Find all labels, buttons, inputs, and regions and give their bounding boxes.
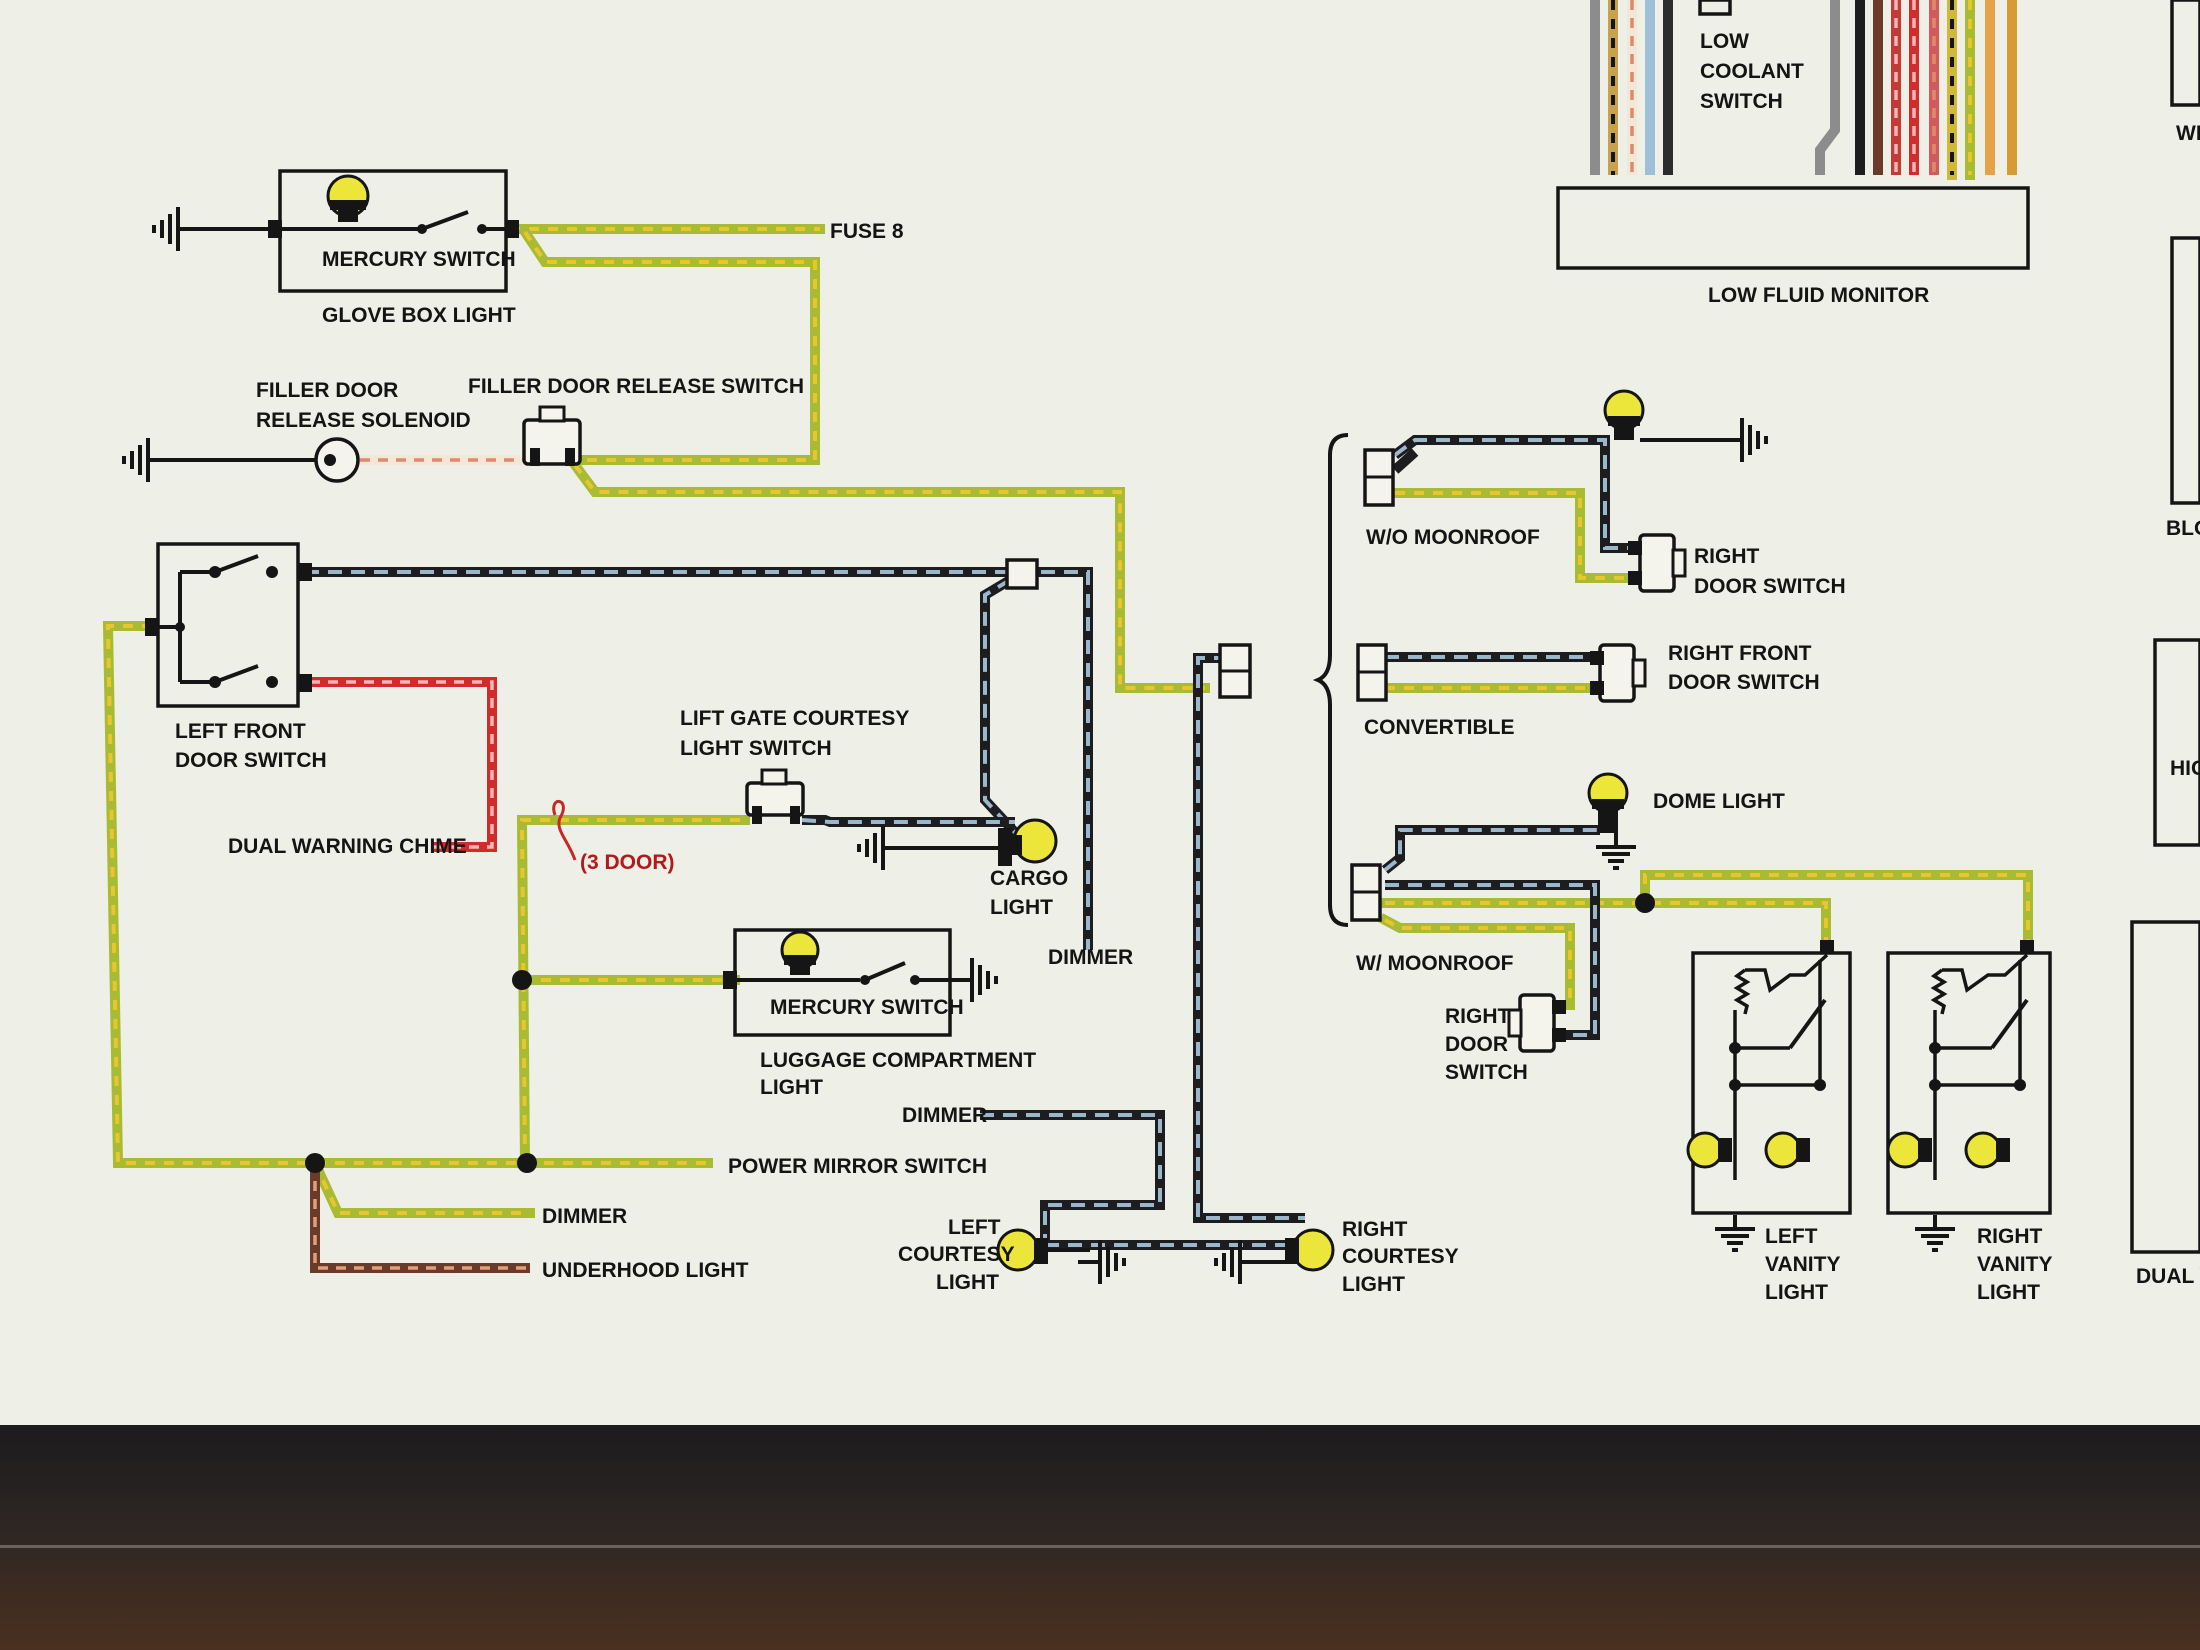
edge-label-4: DUAL WA: [2136, 1265, 2200, 1288]
fuse-8-label: FUSE 8: [830, 220, 904, 243]
three-door-label: (3 DOOR): [580, 851, 675, 874]
rds-label-2: DOOR: [1445, 1033, 1508, 1056]
luggage-title-1: LUGGAGE COMPARTMENT: [760, 1049, 1036, 1072]
cargo-label-2: LIGHT: [990, 896, 1053, 919]
cargo-label-1: CARGO: [990, 867, 1068, 890]
lift-gate-label-1: LIFT GATE COURTESY: [680, 707, 909, 730]
wo-moonroof-light: [1603, 389, 1768, 464]
right-door-label-2: DOOR SWITCH: [1694, 575, 1846, 598]
glove-box-light-module: [152, 169, 519, 293]
left-courtesy-2: COURTESY: [898, 1243, 1015, 1266]
luggage-switch-label: MERCURY SWITCH: [770, 996, 964, 1019]
table-surface: [0, 1425, 2200, 1650]
luggage-title-2: LIGHT: [760, 1076, 823, 1099]
cargo-light: [857, 818, 1058, 872]
filler-switch-label: FILLER DOOR RELEASE SWITCH: [468, 375, 804, 398]
coolant-label-1: LOW: [1700, 30, 1749, 53]
rds-label-3: SWITCH: [1445, 1061, 1528, 1084]
top-right-harness: [1556, 0, 2200, 1254]
labels: MERCURY SWITCH GLOVE BOX LIGHT FUSE 8 FI…: [175, 30, 2200, 1304]
left-courtesy-1: LEFT: [948, 1216, 1001, 1239]
rds-label-1: RIGHT: [1445, 1005, 1511, 1028]
solenoid-label-1: FILLER DOOR: [256, 379, 398, 402]
luggage-compartment-module: [723, 928, 998, 1037]
left-vanity-2: VANITY: [1765, 1253, 1840, 1276]
power-mirror-label: POWER MIRROR SWITCH: [728, 1155, 987, 1178]
right-door-label-1: RIGHT: [1694, 545, 1760, 568]
connector-top: [1005, 558, 1039, 590]
rf-door-label-2: DOOR SWITCH: [1668, 671, 1820, 694]
glove-box-title: GLOVE BOX LIGHT: [322, 304, 516, 327]
edge-label-3: HIG: [2170, 757, 2200, 780]
convertible-label: CONVERTIBLE: [1364, 716, 1515, 739]
dimmer-label-2: DIMMER: [542, 1205, 627, 1228]
left-courtesy-3: LIGHT: [936, 1271, 999, 1294]
right-courtesy-1: RIGHT: [1342, 1218, 1408, 1241]
left-vanity-1: LEFT: [1765, 1225, 1818, 1248]
lf-door-label-1: LEFT FRONT: [175, 720, 306, 743]
dimmer-label-1: DIMMER: [1048, 946, 1133, 969]
right-vanity-light: [1886, 940, 2052, 1252]
solenoid-icon: [314, 437, 360, 483]
edge-label-2: BLO: [2166, 517, 2200, 540]
black-blue-wires: [305, 435, 1640, 1250]
wo-moonroof-label: W/O MOONROOF: [1366, 526, 1540, 549]
right-courtesy-2: COURTESY: [1342, 1245, 1459, 1268]
right-courtesy-light: [1214, 1228, 1335, 1286]
right-vanity-3: LIGHT: [1977, 1281, 2040, 1304]
right-vanity-1: RIGHT: [1977, 1225, 2043, 1248]
lift-gate-switch: [745, 768, 805, 824]
rf-door-label-1: RIGHT FRONT: [1668, 642, 1812, 665]
filler-door-module: [122, 405, 582, 484]
left-courtesy-light: [996, 1228, 1126, 1286]
diagram-sheet: [0, 0, 2200, 1425]
w-moonroof-label: W/ MOONROOF: [1356, 952, 1514, 975]
coolant-label-2: COOLANT: [1700, 60, 1804, 83]
right-vanity-2: VANITY: [1977, 1253, 2052, 1276]
left-vanity-3: LIGHT: [1765, 1281, 1828, 1304]
lf-door-label-2: DOOR SWITCH: [175, 749, 327, 772]
other-wires: [310, 455, 577, 1273]
moonroof-connectors: [1350, 448, 1395, 922]
right-front-door-switch: [1590, 643, 1647, 703]
solenoid-label-2: RELEASE SOLENOID: [256, 409, 471, 432]
edge-label-1: WI: [2176, 122, 2200, 145]
green-yellow-wires: [102, 224, 2033, 1218]
lift-gate-label-2: LIGHT SWITCH: [680, 737, 832, 760]
left-vanity-light: [1686, 940, 1852, 1252]
bracket: [1312, 433, 1349, 927]
chime-label: DUAL WARNING CHIME: [228, 835, 467, 858]
left-front-door-switch: [145, 542, 312, 708]
right-courtesy-3: LIGHT: [1342, 1273, 1405, 1296]
right-door-switch-lower: [1507, 993, 1566, 1053]
coolant-label-3: SWITCH: [1700, 90, 1783, 113]
monitor-label: LOW FLUID MONITOR: [1708, 284, 1929, 307]
low-fluid-monitor-box: [1556, 186, 2030, 270]
glove-switch-label: MERCURY SWITCH: [322, 248, 516, 271]
underhood-label: UNDERHOOD LIGHT: [542, 1259, 749, 1282]
dome-light: [1587, 772, 1638, 870]
dimmer-label-3: DIMMER: [902, 1104, 987, 1127]
right-door-switch-upper: [1628, 533, 1687, 593]
dome-light-label: DOME LIGHT: [1653, 790, 1785, 813]
